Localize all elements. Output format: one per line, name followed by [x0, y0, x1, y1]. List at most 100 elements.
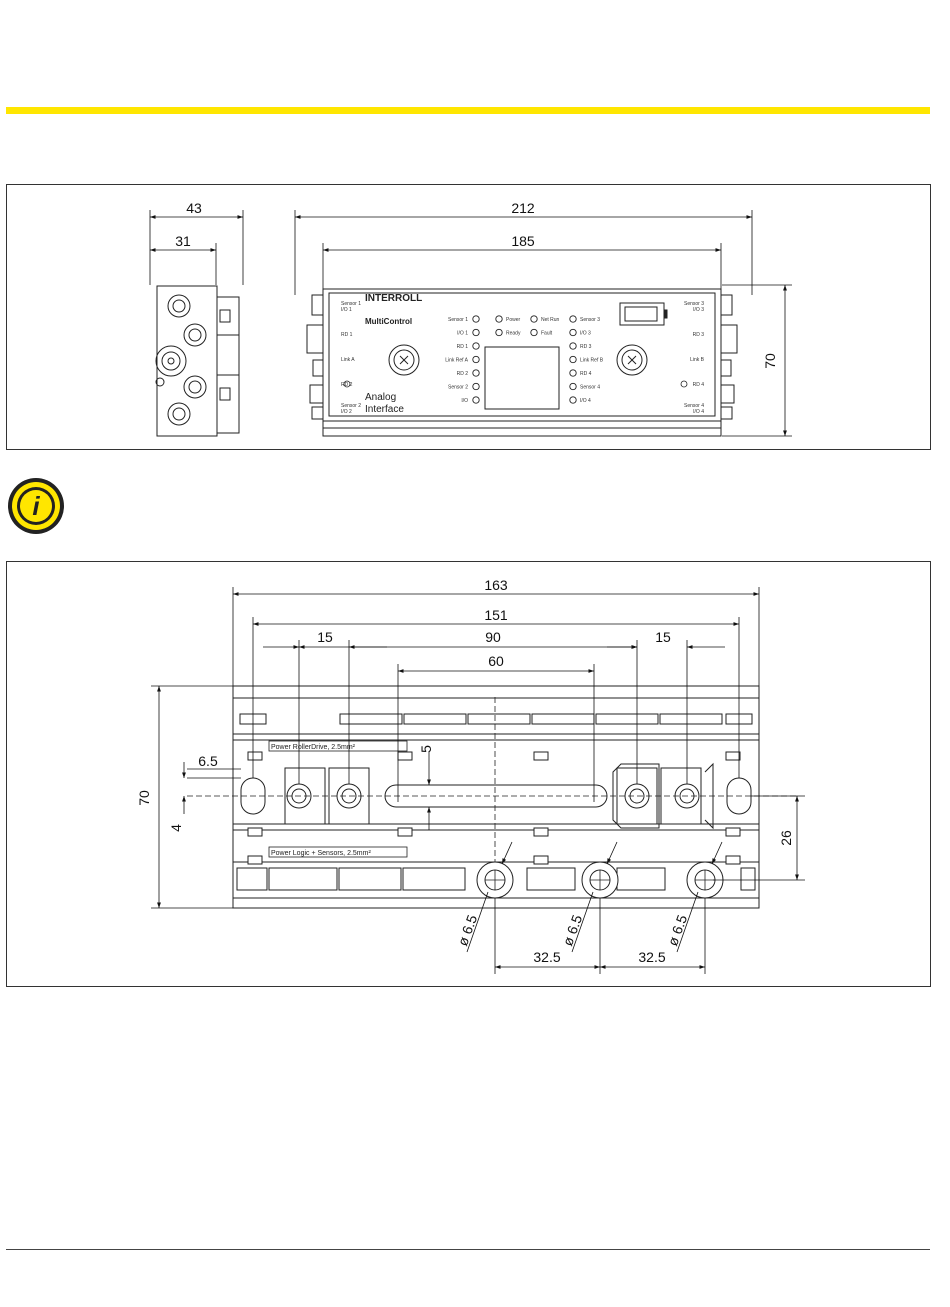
side-connector-2: [183, 323, 207, 347]
rotary-switch-right: [616, 344, 648, 376]
led-label: Sensor 3: [580, 317, 600, 323]
led-indicator: [569, 369, 577, 377]
led-indicator: [495, 315, 503, 323]
dim-width-body: 185: [511, 233, 535, 249]
led-label: Ready: [506, 331, 521, 337]
led-indicator: [530, 328, 538, 337]
dim-diameter-1: ø 6.5: [454, 912, 480, 948]
left-label-6: Sensor 2: [341, 403, 361, 409]
dim-diameter-3: ø 6.5: [664, 912, 690, 948]
led-indicator: [495, 328, 503, 337]
dim-5: 5: [418, 745, 434, 753]
side-connector-link: [155, 345, 187, 377]
led-label: I/O: [461, 398, 468, 404]
led-indicator: [569, 328, 577, 337]
dim-15-right: 15: [655, 629, 671, 645]
dim-height: 70: [762, 353, 778, 369]
mounting-plate: [232, 685, 760, 909]
led-label: Sensor 4: [580, 385, 600, 391]
led-label: RD 1: [457, 344, 469, 350]
led-label: Sensor 2: [448, 385, 468, 391]
side-view: [155, 285, 240, 437]
led-column-left: Sensor 1 I/O 1 RD 1 Link Ref A RD 2 Sensor 2 I…: [445, 315, 480, 404]
led-label: Power: [506, 317, 521, 323]
led-indicator: [472, 342, 480, 350]
left-label-5: RD 2: [341, 382, 353, 388]
right-label-2: I/O 3: [693, 307, 704, 313]
led-label: Net Run: [541, 317, 560, 323]
led-indicator: [569, 355, 577, 364]
right-label-4: Link B: [690, 357, 705, 363]
led-indicator: [472, 328, 480, 337]
right-label-1: Sensor 3: [684, 301, 704, 307]
led-indicator: [569, 382, 577, 391]
brand-logo: INTERROLL: [365, 293, 422, 304]
led-label: I/O 1: [457, 331, 468, 337]
side-connector-bottom: [167, 402, 191, 426]
dim-4: 4: [168, 824, 184, 832]
led-label: RD 3: [580, 344, 592, 350]
dim-151: 151: [484, 607, 508, 623]
label-power-logic: Power Logic + Sensors, 2.5mm²: [271, 850, 371, 857]
dim-diameter-2: ø 6.5: [559, 912, 585, 948]
dim-163: 163: [484, 577, 508, 593]
left-label-3: RD 1: [341, 332, 353, 338]
dim-depth-total: 43: [186, 200, 202, 216]
info-icon-glyph: i: [32, 491, 40, 521]
footer-divider: [6, 1249, 930, 1250]
variant-line1: Analog: [365, 392, 396, 403]
led-label: Sensor 1: [448, 317, 468, 323]
side-connector-4: [183, 375, 207, 399]
led-indicator: [569, 315, 577, 323]
dim-60: 60: [488, 653, 504, 669]
front-view: INTERROLL MultiControl Analog Interface …: [306, 288, 738, 437]
led-label: RD 4: [580, 371, 592, 377]
left-label-1: Sensor 1: [341, 301, 361, 307]
rotary-switch-left: [388, 344, 420, 376]
led-label: I/O 4: [580, 398, 591, 404]
led-column-right: Sensor 3 I/O 3 RD 3 Link Ref B RD 4 Sensor 4 I…: [569, 315, 604, 404]
led-label: Link Ref A: [445, 358, 468, 364]
dim-15-left: 15: [317, 629, 333, 645]
mounting-dimension-drawing: Power RollerDrive, 2.5mm² Power Logic + …: [136, 577, 805, 974]
dim-pitch-1: 32.5: [533, 949, 560, 965]
info-icon-wrap: i: [6, 476, 66, 536]
right-label-3: RD 3: [693, 332, 705, 338]
led-indicator: [472, 315, 480, 323]
led-indicator: [569, 342, 577, 350]
dim-pitch-2: 32.5: [638, 949, 665, 965]
dim-26: 26: [778, 830, 794, 846]
right-label-6: Sensor 4: [684, 403, 704, 409]
mounting-dimensions-panel: Power RollerDrive, 2.5mm² Power Logic + …: [6, 561, 931, 987]
led-indicator: [530, 315, 538, 323]
led-indicator: [569, 396, 577, 404]
header-accent-bar: [6, 107, 930, 114]
label-power-rollerdrive: Power RollerDrive, 2.5mm²: [271, 744, 356, 751]
right-label-5: RD 4: [693, 382, 705, 388]
variant-line2: Interface: [365, 404, 404, 415]
right-label-7: I/O 4: [693, 409, 704, 415]
led-indicator: [472, 382, 480, 391]
side-connector-top: [167, 294, 191, 318]
led-label: Link Ref B: [580, 358, 604, 364]
housing-dimension-drawing: 43 31 212 185 70: [149, 200, 792, 437]
left-label-2: I/O 1: [341, 307, 352, 313]
led-indicator: [472, 396, 480, 404]
dim-90: 90: [485, 629, 501, 645]
left-label-7: I/O 2: [341, 409, 352, 415]
led-label: I/O 3: [580, 331, 591, 337]
dim-width-total: 212: [511, 200, 535, 216]
led-indicator: [472, 355, 480, 364]
dim-70: 70: [136, 790, 152, 806]
dim-6-5: 6.5: [198, 753, 218, 769]
housing-dimensions-panel: 43 31 212 185 70: [6, 184, 931, 450]
info-icon: i: [8, 478, 64, 534]
led-label: RD 2: [457, 371, 469, 377]
led-indicator: [472, 369, 480, 377]
product-name: MultiControl: [365, 317, 412, 326]
left-label-4: Link A: [341, 357, 355, 363]
led-label: Fault: [541, 331, 553, 337]
dim-depth-body: 31: [175, 233, 191, 249]
